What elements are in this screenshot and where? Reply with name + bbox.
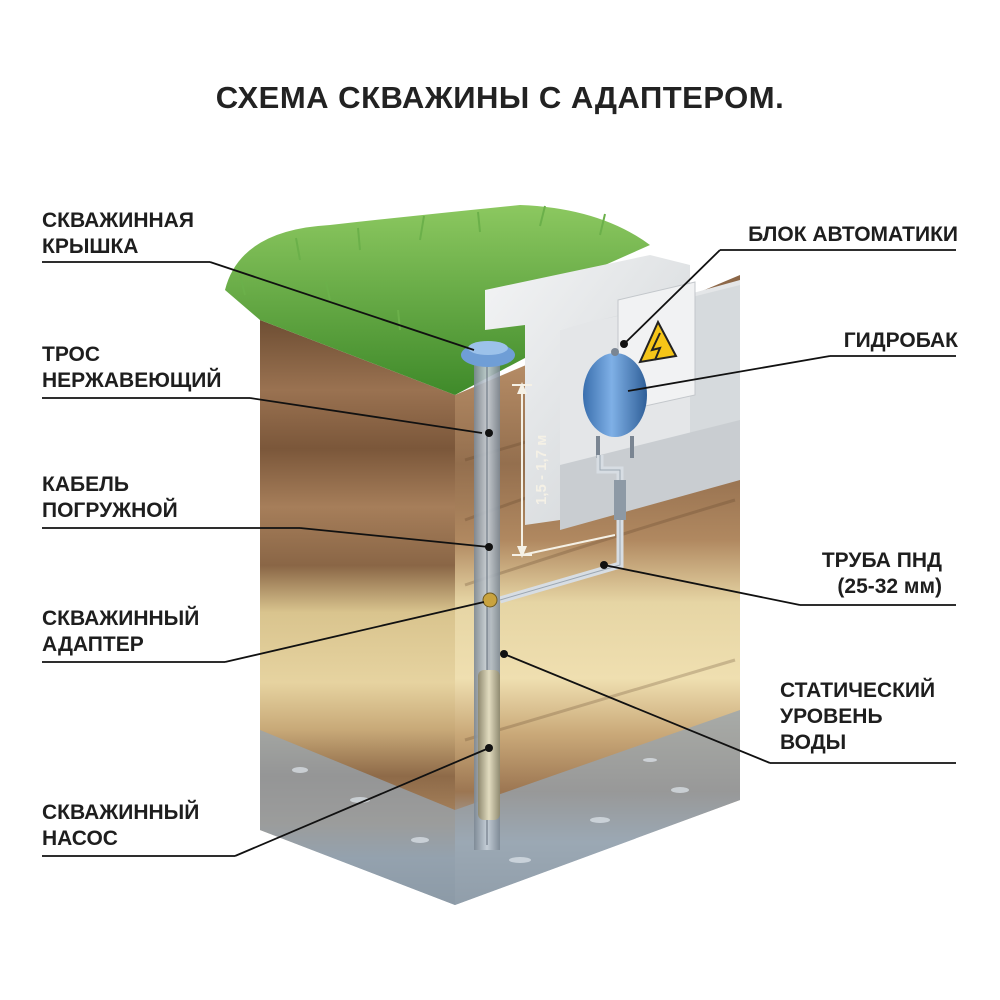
label-hdpe-pipe: ТРУБА ПНД (25-32 мм) bbox=[822, 548, 942, 600]
label-well-pump: СКВАЖИННЫЙ НАСОС bbox=[42, 800, 199, 852]
label-power-cable: КАБЕЛЬ ПОГРУЖНОЙ bbox=[42, 472, 178, 524]
label-static-water-level: СТАТИЧЕСКИЙ УРОВЕНЬ ВОДЫ bbox=[780, 678, 935, 756]
label-automation-block: БЛОК АВТОМАТИКИ bbox=[748, 222, 958, 248]
depth-marker-text: 1,5 - 1,7 м bbox=[533, 435, 550, 505]
well-adapter bbox=[483, 593, 497, 607]
label-well-adapter: СКВАЖИННЫЙ АДАПТЕР bbox=[42, 606, 199, 658]
label-steel-cable: ТРОС НЕРЖАВЕЮЩИЙ bbox=[42, 342, 221, 394]
hydro-tank bbox=[583, 353, 647, 437]
label-well-cap: СКВАЖИННАЯ КРЫШКА bbox=[42, 208, 194, 260]
label-hydro-tank: ГИДРОБАК bbox=[844, 328, 958, 354]
